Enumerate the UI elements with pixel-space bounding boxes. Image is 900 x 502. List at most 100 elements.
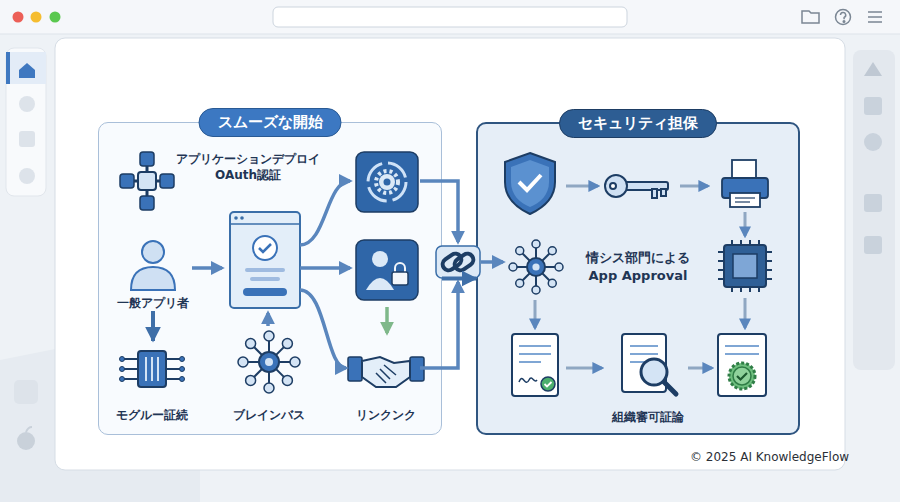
printer-icon (722, 160, 768, 207)
security-arrows-part (680, 185, 708, 188)
toolbar-icons (802, 10, 882, 25)
flow-arrows (192, 181, 503, 368)
panel-heading: スムーズな開始 (199, 108, 342, 137)
flow-arrows-part (481, 260, 503, 264)
node-icon-part (527, 258, 545, 276)
approved-document-icon-part (733, 367, 751, 385)
shield-icon-part (505, 153, 555, 214)
node-icon-part (516, 279, 524, 287)
user-lock-icon-part (392, 272, 408, 285)
signed-document-icon-part (541, 377, 555, 391)
browser-window-icon-part (245, 268, 285, 272)
approved-document-icon-part (718, 334, 766, 396)
node-icon (229, 329, 309, 395)
security-arrows-part (744, 298, 747, 328)
chip-icon-part (733, 254, 757, 278)
hub-icon-node: 情シス部門による App Approval (506, 237, 566, 297)
toolbar-icons-part (836, 10, 851, 25)
traffic-lights-part (50, 12, 61, 23)
printer-icon-part (735, 201, 750, 202)
traffic-lights (13, 12, 61, 23)
node-icon-part (290, 357, 300, 367)
flow-connector (151, 311, 155, 341)
node-icon-part (265, 358, 273, 366)
right-sidebar-part (864, 194, 882, 212)
node-icon-part (160, 174, 174, 188)
key-icon-part (652, 189, 657, 198)
security-arrows (535, 186, 745, 368)
icon-label: モグルー証続 (106, 407, 198, 423)
left-sidebar-part (6, 52, 10, 84)
node-icon-part (509, 263, 517, 271)
chain-link-icon-part (436, 246, 480, 278)
key-icon-part (605, 175, 627, 197)
security-arrows-part (566, 185, 598, 188)
node-icon-part (138, 351, 166, 387)
node-icon (116, 341, 188, 397)
node-icon-part (622, 334, 666, 392)
approved-document-icon (718, 334, 766, 396)
node-icon (118, 237, 188, 291)
approved-document-icon-part (729, 363, 755, 389)
node-icon (506, 237, 566, 297)
node-icon-part (362, 357, 410, 387)
left-sidebar-part (19, 168, 35, 184)
node-icon-part (120, 357, 125, 362)
flow-arrows-part (192, 266, 222, 270)
browser-window-icon-part (230, 212, 300, 308)
gear-sync-icon (356, 152, 418, 212)
node-icon-part (264, 331, 274, 341)
node-icon-part (180, 377, 185, 382)
address-bar (273, 7, 627, 27)
node-icon-part (246, 375, 256, 385)
icon-label: 情シス部門による App Approval (576, 249, 700, 284)
node-icon-part (532, 286, 540, 294)
node-icon-part (259, 352, 279, 372)
green-arrow (385, 307, 389, 333)
node-icon-part (663, 381, 676, 394)
icon-label: 組織審可証論 (602, 409, 694, 425)
chain-link-icon-part (440, 251, 463, 272)
browser-window-icon-part (240, 216, 244, 220)
left-sidebar-part (19, 96, 35, 112)
node-icon (119, 151, 175, 211)
flow-arrows-part (300, 266, 350, 270)
node-icon (346, 341, 426, 395)
signed-document-icon-part (512, 334, 558, 396)
browser-window-icon-part (259, 244, 271, 252)
traffic-lights-part (13, 12, 24, 23)
left-sidebar-part (19, 131, 35, 147)
panel-heading: セキュリティ担保 (559, 109, 717, 138)
review-icon-node: 組織審可証論 (612, 332, 684, 424)
node-icon-part (376, 365, 396, 383)
user-lock-icon-part (366, 278, 394, 290)
node-icon-part (120, 174, 134, 188)
node-icon-part (282, 339, 292, 349)
group-panel: セキュリティ担保情シス部門による App Approval組織審可証論 (476, 122, 800, 435)
right-sidebar (853, 50, 895, 370)
browser-window-icon-part (253, 236, 277, 260)
gear-sync-icon-part (379, 174, 395, 190)
icon-label: アプリケーションデプロイ OAuth認証 (173, 151, 323, 183)
node-icon-part (555, 263, 563, 271)
left-sidebar-part (14, 380, 38, 404)
left-sidebar-part (26, 427, 32, 432)
signed-document-icon-part (519, 346, 551, 362)
browser-window-icon-part (230, 223, 300, 225)
node-icon-part (548, 247, 556, 255)
node-icon-part (282, 375, 292, 385)
icon-label: ブレインバス (229, 407, 309, 423)
toolbar-icons-part (841, 12, 846, 19)
node-icon (612, 332, 684, 402)
node-icon-part (142, 241, 164, 263)
browser-chrome-part (0, 34, 900, 35)
gear-sync-icon-part (376, 171, 398, 193)
flow-arrows-part (300, 290, 346, 368)
node-icon-part (641, 359, 667, 385)
approved-document-icon-part (737, 373, 747, 380)
user-icon-node: 一般アプリ者 (118, 237, 188, 311)
printer-icon-part (722, 178, 768, 198)
node-icon-part (180, 357, 185, 362)
